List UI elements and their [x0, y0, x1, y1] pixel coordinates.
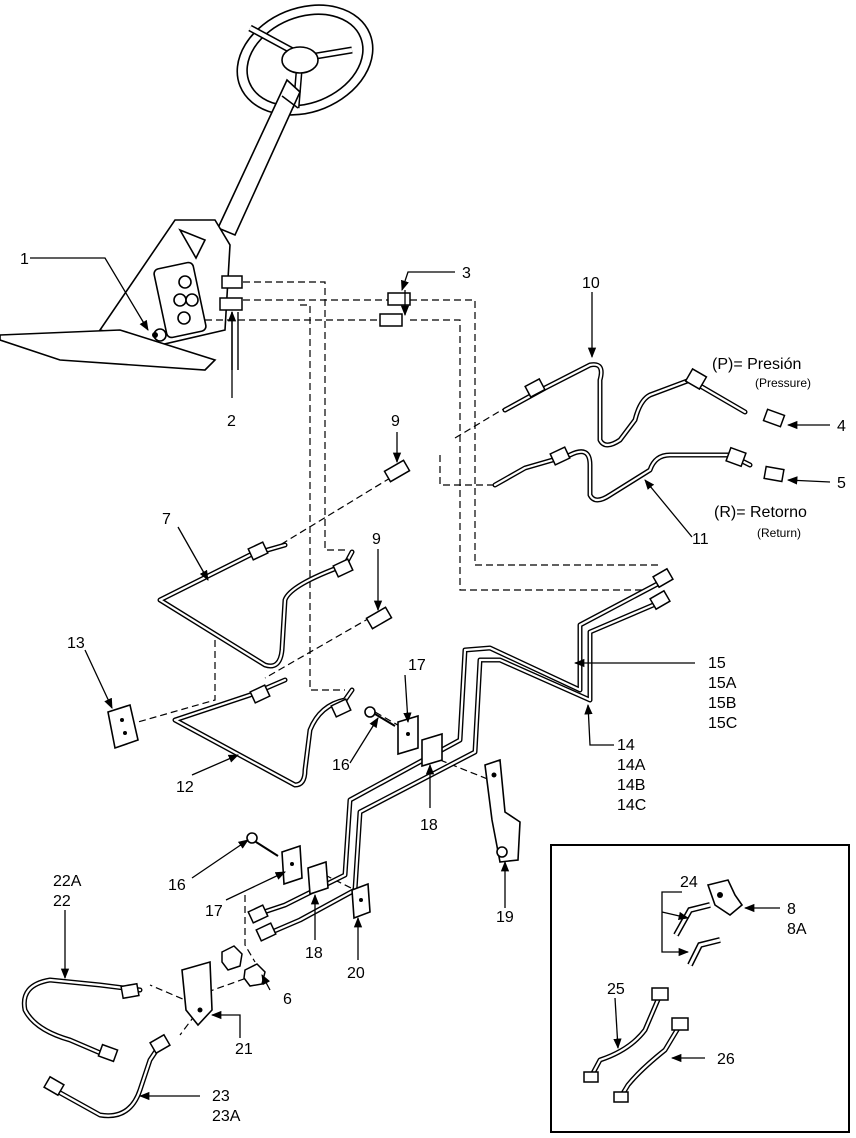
steering-shaft [216, 78, 301, 237]
callout-9-upper: 9 [391, 413, 400, 430]
callout-16-upper: 16 [332, 757, 350, 774]
connection-dashed-lines [137, 281, 701, 1036]
bracket-19 [484, 758, 521, 863]
callout-9-lower: 9 [372, 531, 381, 548]
callout-15a: 15A [708, 675, 737, 692]
callout-19: 19 [496, 909, 514, 926]
adapter-fitting-9-upper [383, 459, 411, 483]
fitting-tee-2 [219, 275, 243, 370]
callout-8: 8 [787, 901, 796, 918]
callout-16-lower: 16 [168, 877, 186, 894]
callout-15b: 15B [708, 695, 736, 712]
callout-14a: 14A [617, 757, 646, 774]
callout-15: 15 [708, 655, 726, 672]
callout-22: 22 [53, 893, 71, 910]
bracket-21 [181, 960, 213, 1027]
floor-plate [0, 329, 217, 371]
callout-17-lower: 17 [205, 903, 223, 920]
callout-14b: 14B [617, 777, 645, 794]
callout-25: 25 [607, 981, 625, 998]
return-tube-11 [492, 446, 785, 503]
clamp-plate-17-lower [281, 844, 303, 886]
bolt-16-upper [364, 706, 396, 727]
callout-10: 10 [582, 275, 600, 292]
leader-lines [30, 257, 831, 1101]
callout-11: 11 [692, 531, 709, 548]
tube-assembly-12 [172, 677, 355, 788]
callout-23: 23 [212, 1088, 230, 1105]
callout-22a: 22A [53, 873, 82, 890]
spacer-plate-20 [351, 882, 371, 920]
callout-4: 4 [837, 418, 846, 435]
inset-detail-box [550, 844, 850, 1133]
callout-15c: 15C [708, 715, 737, 732]
line-legend: (P)= Presión (Pressure) (R)= Retorno (Re… [712, 356, 811, 540]
tube-assembly-7 [157, 541, 355, 669]
callout-26: 26 [717, 1051, 735, 1068]
steering-column-assembly [0, 4, 374, 371]
callout-14c: 14C [617, 797, 646, 814]
tube-assembly-23 [43, 1033, 171, 1119]
callout-17-upper: 17 [408, 657, 426, 674]
callout-20: 20 [347, 965, 365, 982]
callout-23a: 23A [212, 1108, 241, 1125]
legend-return-english: (Return) [757, 526, 801, 540]
callout-8a: 8A [787, 921, 807, 938]
callout-6: 6 [283, 991, 292, 1008]
pressure-tube-10 [502, 362, 786, 448]
tube-assembly-22 [21, 977, 143, 1063]
steering-wheel [236, 4, 374, 116]
legend-pressure-english: (Pressure) [755, 376, 811, 390]
hose-26 [613, 1017, 689, 1103]
callout-labels: 1 2 3 4 5 6 7 8 8A 9 9 10 11 12 13 14 14… [20, 251, 846, 1125]
callout-3: 3 [462, 265, 471, 282]
clamp-18-upper [421, 732, 443, 768]
legend-return: (R)= Retorno [714, 504, 807, 521]
callout-13: 13 [67, 635, 85, 652]
steering-control-valve [152, 261, 207, 342]
elbow-fitting-24-upper [673, 902, 711, 937]
callout-18-upper: 18 [420, 817, 438, 834]
clamp-block-13 [107, 703, 139, 750]
elbow-fitting-24-lower [687, 937, 721, 967]
callout-7: 7 [162, 511, 171, 528]
fitting-8 [706, 879, 744, 916]
callout-12: 12 [176, 779, 194, 796]
hose-25 [583, 987, 669, 1083]
nut-6 [221, 945, 266, 987]
callout-21: 21 [235, 1041, 253, 1058]
clamp-18-lower [307, 860, 329, 896]
legend-pressure: (P)= Presión [712, 356, 801, 373]
callout-18-lower: 18 [305, 945, 323, 962]
adapter-fitting-9-lower [365, 606, 393, 630]
callout-5: 5 [837, 475, 846, 492]
callout-1: 1 [20, 251, 29, 268]
callout-2: 2 [227, 413, 236, 430]
callout-24: 24 [680, 874, 698, 891]
bolt-16-lower [246, 832, 279, 857]
callout-14: 14 [617, 737, 635, 754]
